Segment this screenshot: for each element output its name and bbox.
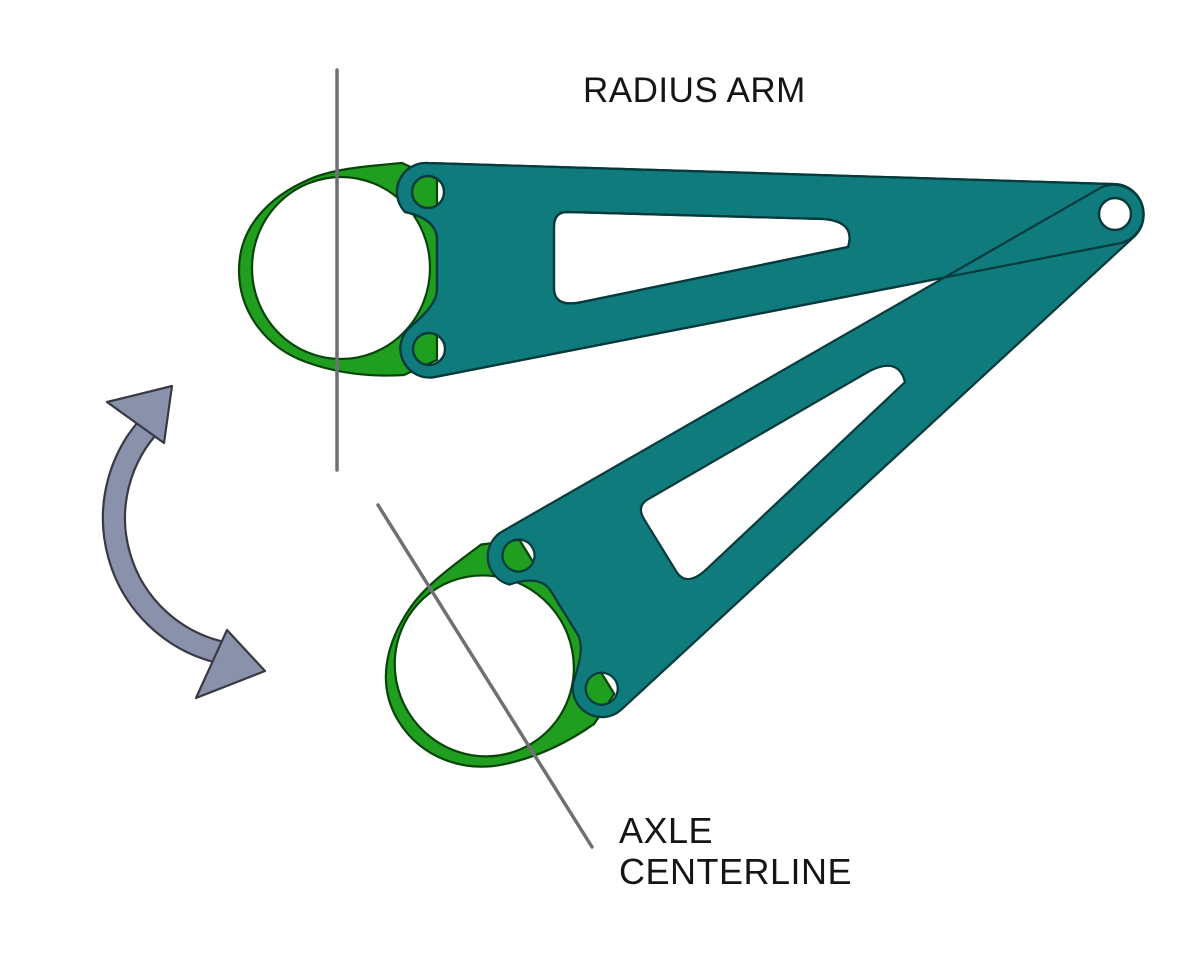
rotation-arrow-band [101,411,227,664]
radius-arm-label: RADIUS ARM [583,71,806,110]
rotation-arrow-head-down [194,628,267,700]
axle-centerline-label-line2: CENTERLINE [619,851,852,892]
rotation-arrow-head-up [105,384,174,445]
axle-centerline-label-line1: AXLE [619,810,713,851]
rotation-arrow-icon [101,384,267,700]
axle-centerline-line [376,503,594,849]
